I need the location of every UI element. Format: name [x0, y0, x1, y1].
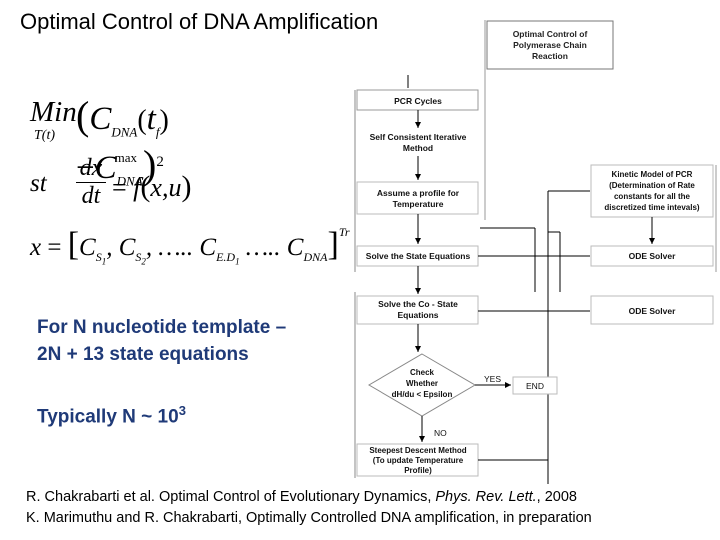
min-subscript: T(t) [34, 128, 55, 143]
pcr-cycles-label: PCR Cycles [394, 96, 442, 106]
yes-label: YES [484, 374, 501, 384]
svg-text:Steepest Descent Method(To upd: Steepest Descent Method(To update Temper… [369, 446, 466, 475]
reference-2: K. Marimuthu and R. Chakrabarti, Optimal… [26, 510, 592, 526]
no-label: NO [434, 428, 447, 438]
such-that-label: st [30, 170, 47, 197]
slide-title: Optimal Control of DNA Amplification [20, 9, 379, 34]
pcr-cycles-box: PCR Cycles [356, 89, 479, 111]
end-label: END [526, 381, 544, 391]
solve-state-box: Solve the State Equations [356, 245, 479, 267]
note-line-2: 2N + 13 state equations [37, 344, 249, 365]
note-line-1: For N nucleotide template – [37, 317, 287, 338]
ode-solver-2-label: ODE Solver [629, 306, 676, 316]
ode-solver-2-box: ODE Solver [590, 295, 714, 325]
kinetic-model-box: Kinetic Model of PCR(Determination of Ra… [590, 164, 714, 218]
ode-solver-1-label: ODE Solver [629, 251, 676, 261]
solve-state-label: Solve the State Equations [366, 251, 471, 261]
objective-expression: (CDNA(tf)−CDNAmax)2 [76, 93, 169, 189]
typical-exponent: 3 [178, 403, 186, 418]
ode-solver-1-box: ODE Solver [590, 245, 714, 267]
note-typical: Typically N ~ 103 [37, 398, 186, 430]
reference-1: R. Chakrabarti et al. Optimal Control of… [26, 487, 577, 507]
svg-text:Kinetic Model of PCR(Determina: Kinetic Model of PCR(Determination of Ra… [604, 170, 699, 212]
min-symbol: Min [30, 96, 77, 128]
state-vector: x = [CS1, CS2, ….. CE.D1 ….. CDNA]Tr [30, 224, 350, 267]
typical-text: Typically N ~ 10 [37, 406, 179, 428]
end-box: END [512, 376, 558, 395]
ref1-text: R. Chakrabarti et al. Optimal Control of… [26, 489, 436, 505]
constraint-rhs: = f(x,u) [112, 170, 192, 203]
ref1-journal: Phys. Rev. Lett. [435, 489, 537, 505]
ref1-year: , 2008 [536, 489, 577, 505]
steepest-descent-box: Steepest Descent Method(To update Temper… [356, 443, 479, 477]
